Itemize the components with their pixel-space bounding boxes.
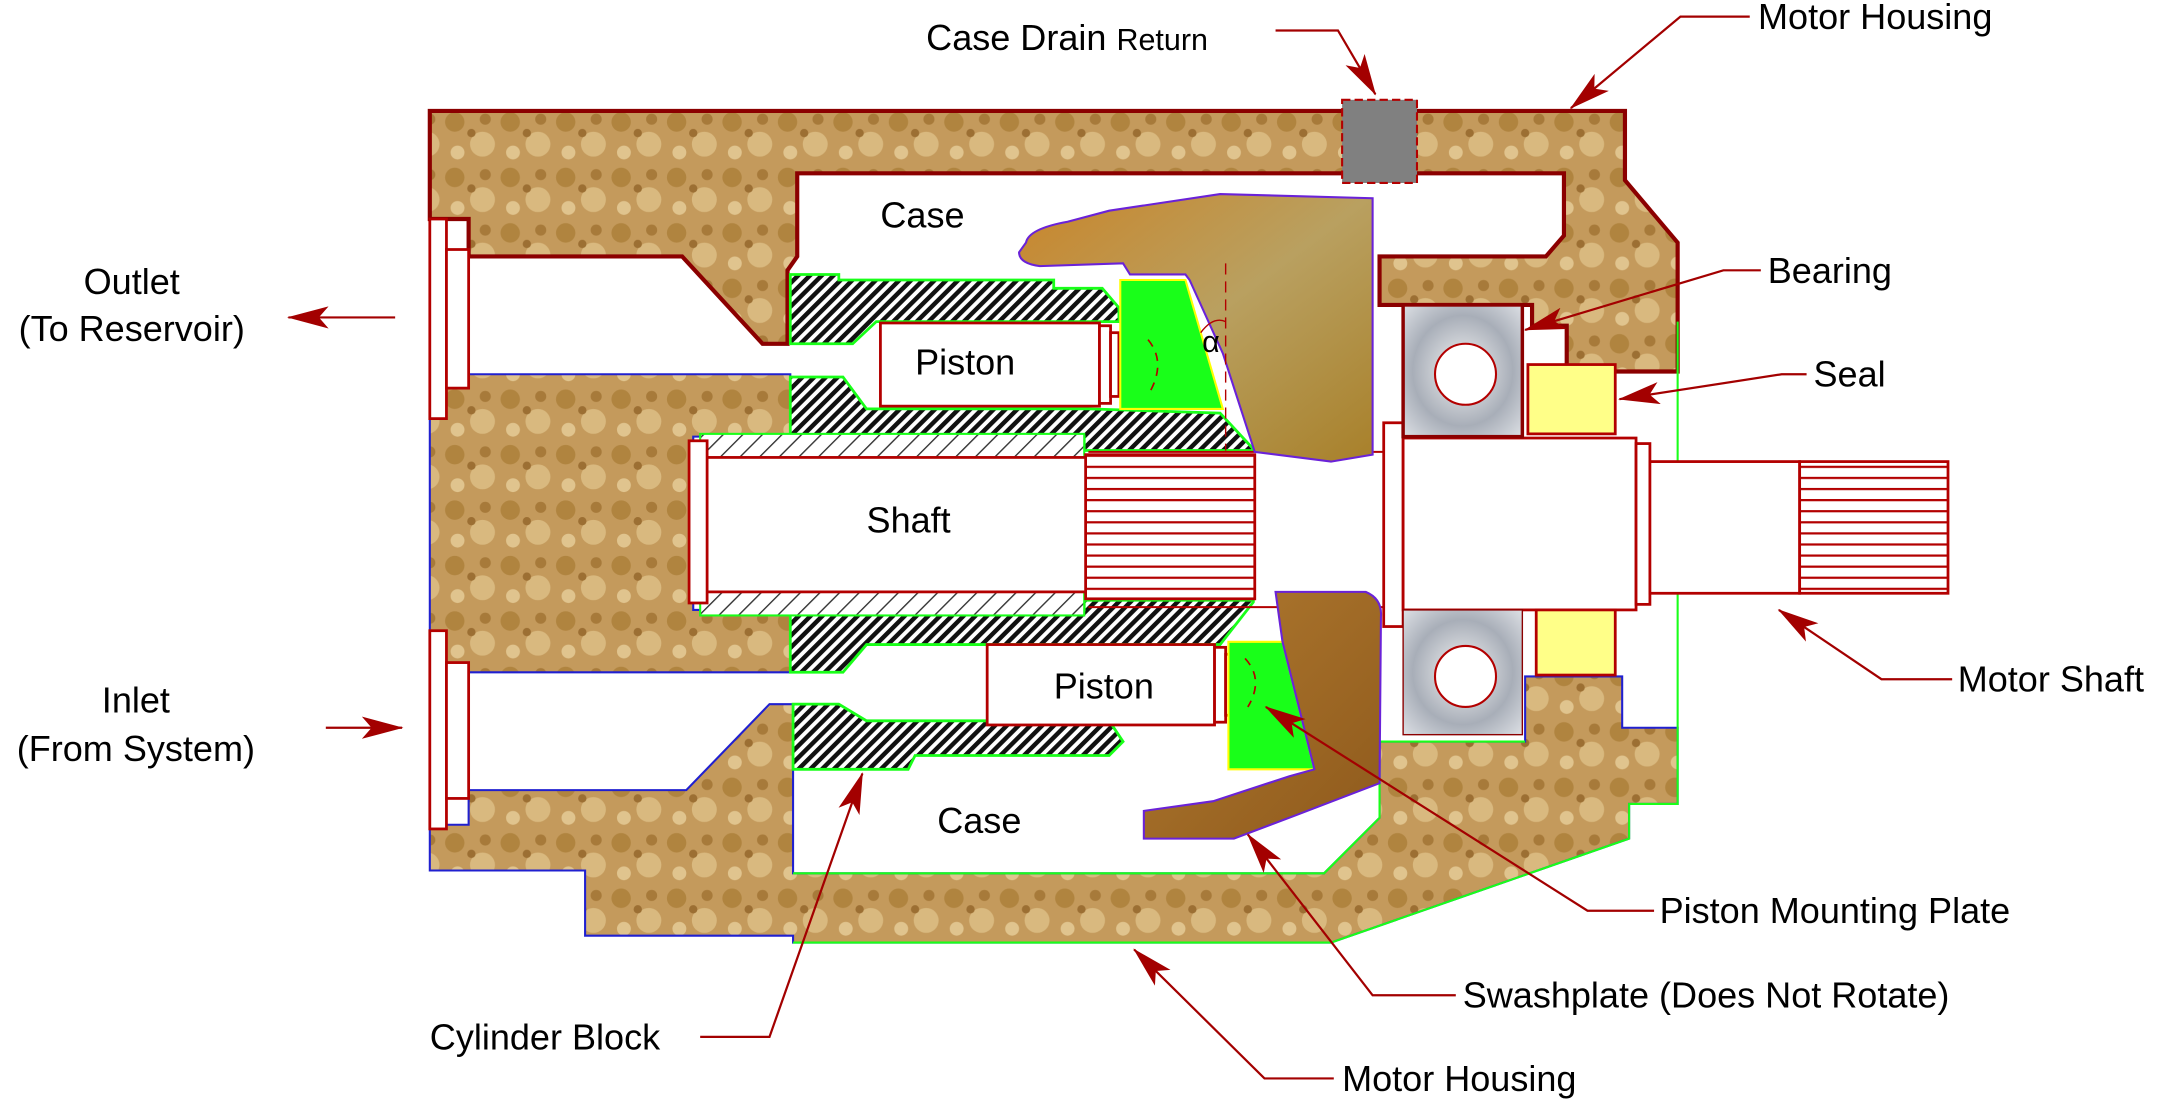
case-label-top: Case: [880, 194, 964, 235]
seal-label: Seal: [1814, 354, 1886, 395]
seal-bottom: [1534, 608, 1617, 677]
shaft-label: Shaft: [867, 499, 951, 540]
outlet-sublabel: (To Reservoir): [19, 308, 245, 349]
leader-lines: [287, 15, 1953, 1080]
inlet-port: [428, 629, 471, 831]
piston-mounting-plate-label: Piston Mounting Plate: [1660, 890, 2011, 931]
seal-top: [1526, 363, 1617, 436]
motor-shaft-label: Motor Shaft: [1958, 659, 2144, 700]
swashplate-label: Swashplate (Does Not Rotate): [1463, 975, 1950, 1016]
bearing-label: Bearing: [1768, 250, 1892, 291]
piston-label-bottom: Piston: [1054, 666, 1154, 707]
motor-housing-label-bottom: Motor Housing: [1342, 1058, 1576, 1099]
piston-bottom: [985, 643, 1234, 727]
swashplate-top: [1018, 193, 1374, 463]
outlet-port: [428, 217, 471, 421]
inlet-sublabel: (From System): [17, 728, 255, 769]
outlet-label: Outlet: [84, 261, 180, 302]
piston-mounting-plate-top: [1119, 278, 1225, 410]
swashplate-bottom: [1142, 590, 1383, 840]
case-drain-label: Case Drain Return: [926, 17, 1208, 58]
case-label-bottom: Case: [937, 800, 1021, 841]
swash-angle-label: α: [1202, 325, 1220, 359]
inlet-label: Inlet: [102, 679, 170, 720]
bearing-top: [1401, 303, 1525, 439]
piston-top: [879, 321, 1121, 408]
motor-housing-label-top: Motor Housing: [1758, 0, 1992, 37]
case-drain-port: [1341, 98, 1419, 185]
cylinder-block-label: Cylinder Block: [430, 1016, 661, 1057]
shaft: [687, 421, 1950, 628]
motor-housing: [427, 108, 1680, 944]
bearing-bottom: [1402, 609, 1524, 736]
piston-label-top: Piston: [915, 341, 1015, 382]
